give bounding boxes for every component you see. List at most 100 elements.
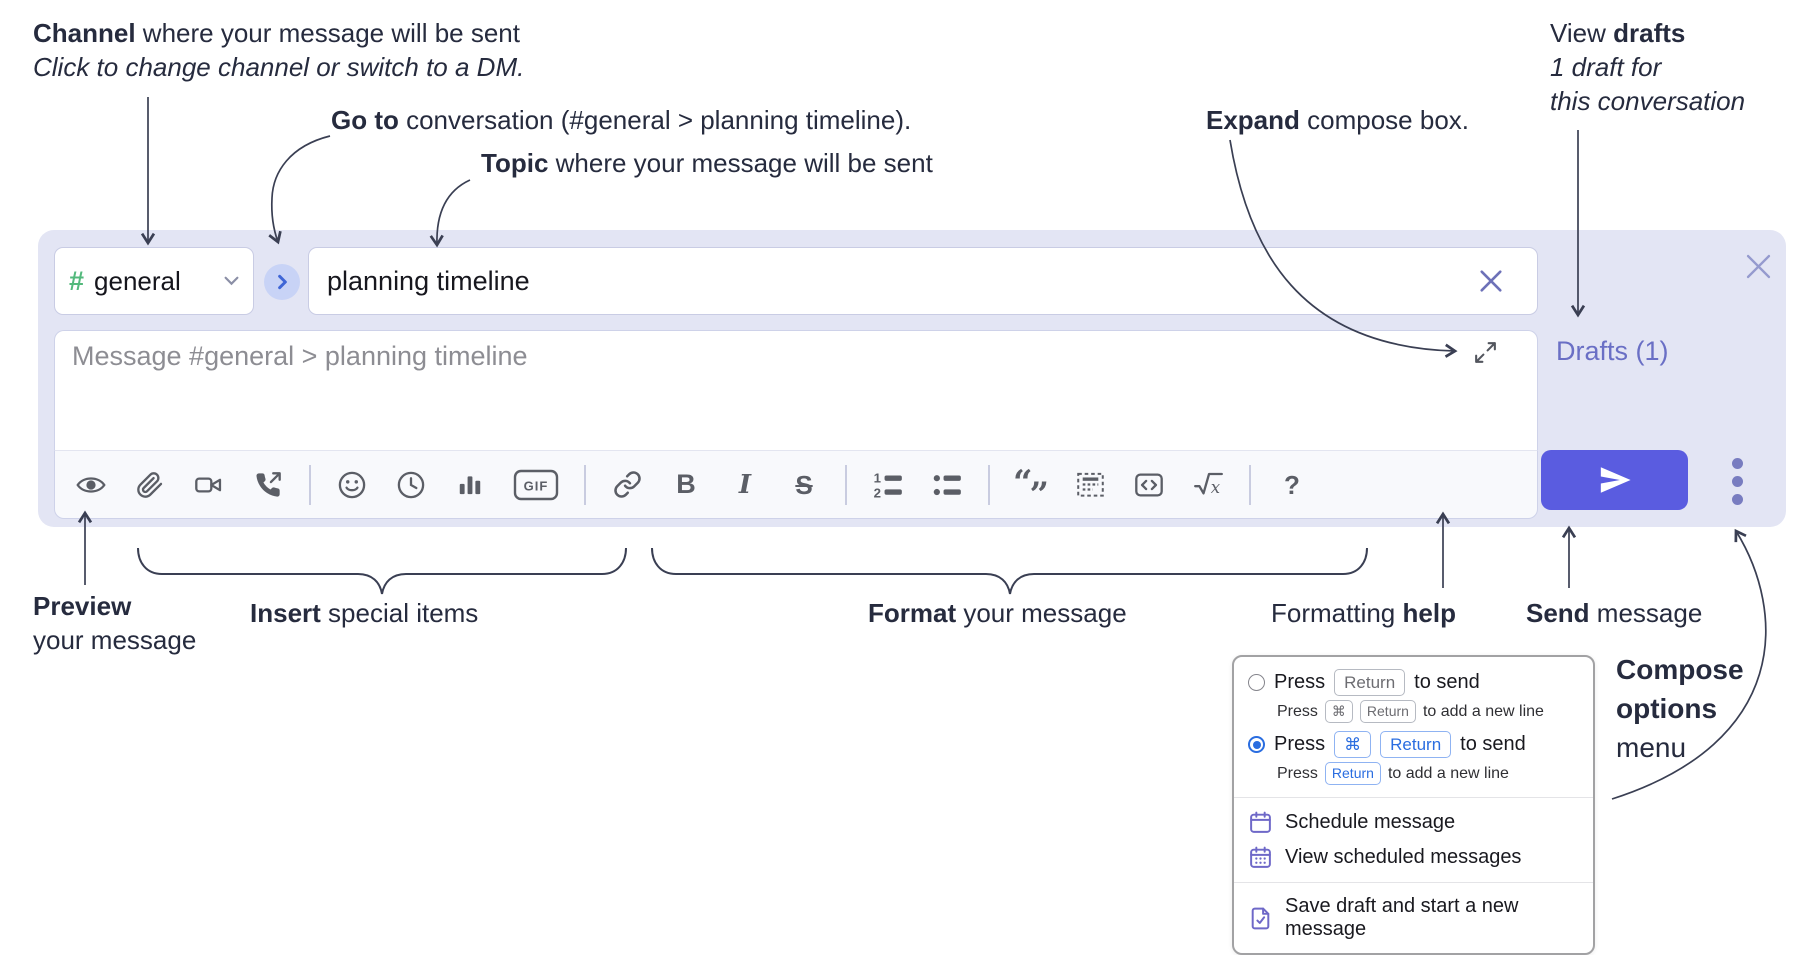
italic-icon[interactable]: I <box>738 469 752 500</box>
annotation-compose-options-line1: Compose <box>1616 654 1744 685</box>
annotation-preview: Preview your message <box>33 589 196 657</box>
poll-icon[interactable] <box>452 467 488 503</box>
chevron-right-icon <box>276 274 289 290</box>
return-key: Return <box>1380 731 1452 758</box>
annotation-help-bold: help <box>1402 598 1456 628</box>
option2-press: Press <box>1274 733 1326 755</box>
help-icon[interactable]: ? <box>1284 469 1300 500</box>
channel-selector[interactable]: # general <box>54 247 254 315</box>
annotation-send: Send message <box>1526 596 1702 630</box>
annotation-goto-rest: conversation (#general > planning timeli… <box>398 105 912 135</box>
annotation-channel-sub: Click to change channel or switch to a D… <box>33 52 525 82</box>
emoji-icon[interactable] <box>334 467 370 503</box>
send-plane-icon <box>1598 463 1632 497</box>
go-to-conversation-button[interactable] <box>264 264 300 300</box>
expand-compose-icon[interactable] <box>1472 339 1499 366</box>
strikethrough-icon[interactable]: S <box>795 469 813 500</box>
annotation-expand: Expand compose box. <box>1206 103 1469 137</box>
goto-arrow <box>268 135 331 245</box>
svg-text:x: x <box>1210 478 1220 497</box>
annotation-topic-bold: Topic <box>481 148 549 178</box>
document-check-icon <box>1248 906 1273 931</box>
compose-options-button[interactable] <box>1716 455 1758 507</box>
attach-icon[interactable] <box>132 467 168 503</box>
annotation-goto-bold: Go to <box>331 105 399 135</box>
annotation-send-rest: message <box>1589 598 1703 628</box>
code-icon[interactable] <box>1131 467 1167 503</box>
menu-item-save-draft[interactable]: Save draft and start a new message <box>1234 890 1593 946</box>
option1-tail: to send <box>1414 671 1480 693</box>
option1-sub-tail: to add a new line <box>1422 702 1544 720</box>
toolbar-divider <box>988 464 990 505</box>
menu-divider <box>1234 882 1593 883</box>
dot-icon <box>1731 457 1743 469</box>
channel-name: general <box>94 265 181 296</box>
audio-call-icon[interactable] <box>250 467 286 503</box>
dot-icon <box>1731 493 1743 505</box>
svg-text:GIF: GIF <box>524 478 549 493</box>
annotation-preview-line2: your message <box>33 625 197 655</box>
menu-option-return-subtext: Press ⌘ Return to add a new line <box>1234 699 1593 728</box>
annotation-drafts-pre: View <box>1550 18 1614 48</box>
annotation-goto: Go to conversation (#general > planning … <box>331 103 911 137</box>
clear-topic-icon[interactable] <box>1479 269 1503 293</box>
menu-option-cmd-return-to-send[interactable]: Press ⌘ Return to send <box>1234 728 1593 761</box>
annotation-channel-bold: Channel <box>33 18 136 48</box>
bulleted-list-icon[interactable] <box>929 467 965 503</box>
option2-tail: to send <box>1460 733 1526 755</box>
math-icon[interactable]: x <box>1190 467 1226 503</box>
calendar-grid-icon <box>1248 845 1273 870</box>
return-key: Return <box>1359 700 1416 723</box>
annotation-compose-options: Compose options menu <box>1616 650 1744 767</box>
menu-item-label: Schedule message <box>1285 811 1456 833</box>
menu-item-view-scheduled[interactable]: View scheduled messages <box>1234 840 1593 875</box>
annotation-expand-rest: compose box. <box>1299 105 1470 135</box>
option1-sub-press: Press <box>1277 702 1318 720</box>
menu-option-return-to-send[interactable]: Press Return to send <box>1234 666 1593 699</box>
gif-icon[interactable]: GIF <box>511 467 561 503</box>
format-brace <box>651 547 1368 595</box>
preview-icon[interactable] <box>73 467 109 503</box>
quote-icon[interactable]: “” <box>1013 462 1049 515</box>
annotation-insert: Insert special items <box>250 596 478 630</box>
option1-press: Press <box>1274 671 1326 693</box>
cmd-key: ⌘ <box>1334 731 1372 758</box>
annotation-send-bold: Send <box>1526 598 1590 628</box>
cmd-key: ⌘ <box>1324 700 1353 723</box>
topic-input[interactable]: planning timeline <box>308 247 1538 315</box>
bold-icon[interactable]: B <box>676 469 696 499</box>
channel-hash-icon: # <box>69 265 85 296</box>
time-icon[interactable] <box>393 467 429 503</box>
return-key: Return <box>1324 762 1381 785</box>
menu-divider <box>1234 797 1593 798</box>
message-textarea[interactable]: Message #general > planning timeline <box>54 330 1538 450</box>
drafts-link[interactable]: Drafts (1) <box>1556 336 1669 366</box>
annotation-drafts-bold: drafts <box>1613 18 1686 48</box>
menu-option-cmd-return-subtext: Press Return to add a new line <box>1234 761 1593 790</box>
toolbar-divider <box>309 464 311 505</box>
option2-sub-press: Press <box>1277 764 1318 782</box>
link-icon[interactable] <box>609 467 645 503</box>
spoiler-icon[interactable] <box>1072 467 1108 503</box>
annotation-topic-rest: where your message will be sent <box>548 148 933 178</box>
toolbar-divider <box>584 464 586 505</box>
radio-unselected-icon[interactable] <box>1248 674 1265 691</box>
close-compose-icon[interactable] <box>1742 250 1774 282</box>
menu-item-schedule-message[interactable]: Schedule message <box>1234 805 1593 840</box>
video-call-icon[interactable] <box>191 467 227 503</box>
annotation-drafts-line3: this conversation <box>1550 86 1746 116</box>
annotation-format: Format your message <box>868 596 1127 630</box>
annotation-compose-options-line2: options <box>1616 693 1718 724</box>
annotation-formatting-help: Formatting help <box>1271 596 1456 630</box>
annotation-format-bold: Format <box>868 598 957 628</box>
send-button[interactable] <box>1541 450 1688 510</box>
radio-selected-icon[interactable] <box>1248 736 1265 753</box>
option2-sub-tail: to add a new line <box>1387 764 1509 782</box>
annotation-expand-bold: Expand <box>1206 105 1300 135</box>
annotation-topic: Topic where your message will be sent <box>481 146 933 180</box>
insert-brace <box>137 547 627 595</box>
calendar-icon <box>1248 810 1273 835</box>
menu-item-label: Save draft and start a new message <box>1285 895 1519 940</box>
